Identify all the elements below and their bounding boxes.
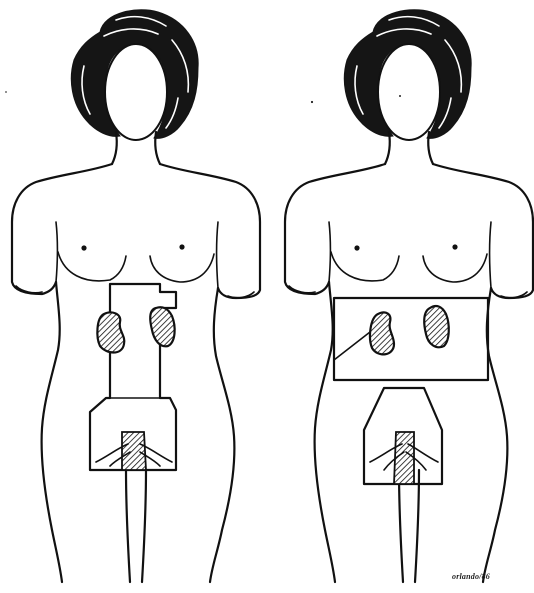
right-figure-left-kidney [424, 306, 449, 347]
left-figure [12, 10, 260, 582]
left-figure-pubic-block [122, 432, 146, 470]
right-figure-right-kidney [370, 312, 394, 354]
right-figure [285, 10, 533, 582]
right-abdominal-field [334, 298, 488, 380]
left-figure-right-kidney [97, 312, 124, 352]
artist-signature: orlando/86 [452, 572, 490, 581]
left-figure-left-kidney [150, 307, 174, 346]
